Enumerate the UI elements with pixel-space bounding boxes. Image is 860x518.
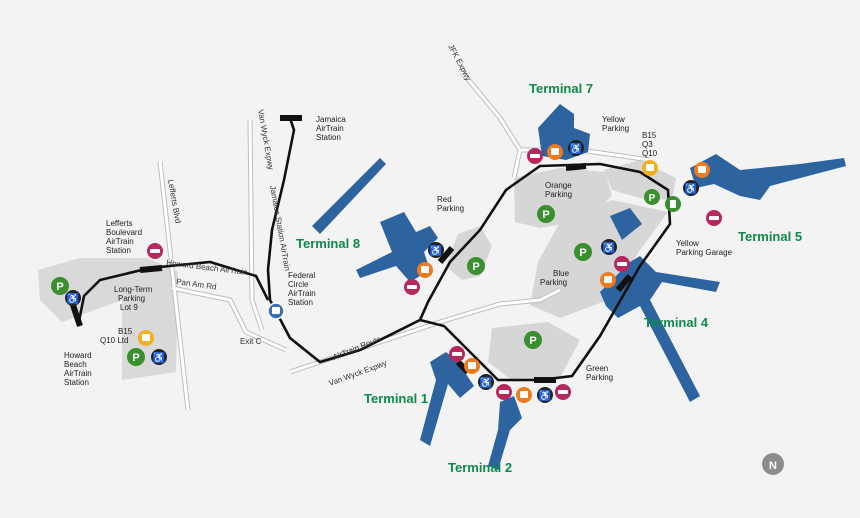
airtrain-route-label: AirTrain Route [331,334,382,362]
green-parking-area [488,322,580,382]
wheelchair-icon: ♿ [568,140,584,156]
wheelchair-icon: ♿ [537,387,553,403]
svg-text:♿: ♿ [67,292,79,305]
yellow-parking-area [604,160,676,200]
long-term-lot-area [38,258,178,380]
svg-text:P: P [542,209,549,221]
wheelchair-icon: ♿ [428,242,444,258]
svg-text:♿: ♿ [570,142,582,155]
wheelchair-icon: ♿ [601,239,617,255]
jfk-expwy-label: JFK Expwy [446,43,473,83]
wheelchair-icon: ♿ [65,290,81,306]
svg-text:♿: ♿ [430,244,442,257]
svg-text:P: P [649,193,656,204]
svg-text:♿: ♿ [153,351,165,364]
taxi-icon [694,162,710,178]
terminal-4-building [600,256,720,402]
parking-icon: P [467,257,485,275]
terminal-7-label: Terminal 7 [529,81,593,96]
terminal-8-building [356,212,438,282]
taxi-icon [600,272,616,288]
svg-text:♿: ♿ [603,241,615,254]
red-parking-area [446,226,492,280]
car-rental-icon [555,384,571,400]
terminal-5-label: Terminal 5 [738,229,802,244]
car-rental-icon [706,210,722,226]
svg-text:P: P [579,247,586,259]
svg-text:♿: ♿ [539,389,551,402]
parking-icon: P [537,205,555,223]
terminal-4-label: Terminal 4 [644,315,709,330]
terminal-8-pier [312,158,386,234]
taxi-icon [516,387,532,403]
car-rental-icon [496,384,512,400]
svg-text:P: P [472,261,479,273]
accessibility-icons: ♿ ♿ ♿ ♿ ♿ ♿ ♿ ♿ [65,140,699,403]
bus-icon [642,160,658,176]
parking-icon: P [574,243,592,261]
svg-text:♿: ♿ [685,182,697,195]
svg-text:P: P [56,281,63,293]
howard-airtrain-label: Howard Beach AirTrain [166,258,248,277]
terminal-2-building [488,396,522,470]
svg-text:N: N [769,460,777,472]
svg-text:♿: ♿ [480,376,492,389]
parking-icon: P [127,348,145,366]
exit-c-label: Exit C [240,337,262,346]
svg-text:P: P [132,352,139,364]
parking-icon: P [524,331,542,349]
car-rental-icon [614,256,630,272]
taxi-icon [417,262,433,278]
bus-icon [138,330,154,346]
taxi-icon [464,358,480,374]
compass-icon: N [762,453,784,475]
car-rental-icon [147,243,163,259]
taxi-icons [417,144,710,403]
taxi-icon [547,144,563,160]
parking-icon: P [644,189,660,205]
wheelchair-icon: ♿ [151,349,167,365]
federal-circle-station-icon [267,302,285,320]
terminal-1-building [420,352,474,446]
terminal-1-label: Terminal 1 [364,391,428,406]
terminal-5-building [690,154,846,200]
terminal-4-west [610,208,642,240]
parking-icon: P [51,277,69,295]
terminal-2-label: Terminal 2 [448,460,512,475]
wheelchair-icon: ♿ [478,374,494,390]
svg-text:P: P [529,335,536,347]
car-rental-icon [404,279,420,295]
car-rental-icon [449,346,465,362]
bus-icons [138,160,658,346]
van-wyck-lower-label: Van Wyck Expwy [328,359,389,388]
wheelchair-icon: ♿ [683,180,699,196]
parking-icons: P P P P P P P [51,189,660,366]
ev-charging-icon [665,196,681,212]
road-network-inner [158,71,651,411]
car-rental-icons [147,148,722,400]
car-rental-icon [527,148,543,164]
terminal-8-label: Terminal 8 [296,236,360,251]
van-wyck-upper-label: Van Wyck Expwy [256,109,275,171]
